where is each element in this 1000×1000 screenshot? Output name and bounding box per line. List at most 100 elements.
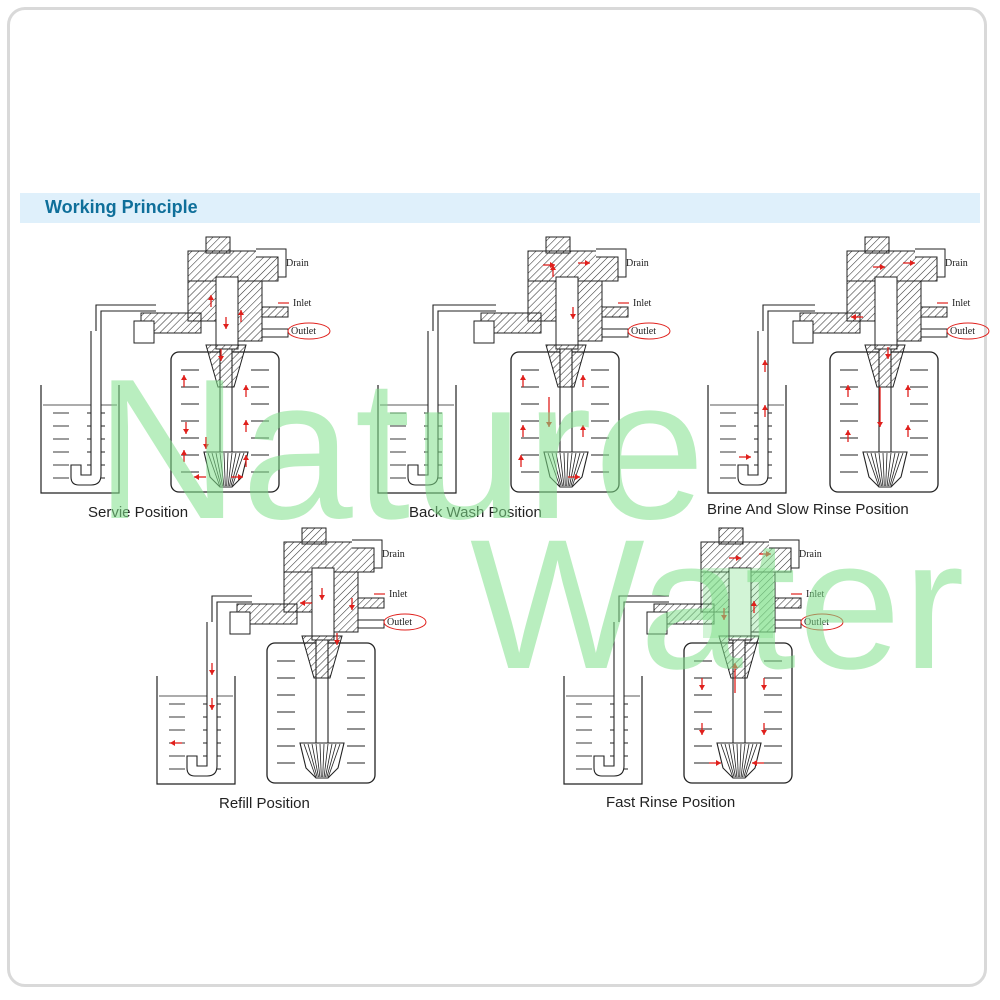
brine-line [432,304,496,331]
valve-head [473,236,629,388]
page-frame [7,7,987,987]
flow-arrow [194,474,206,480]
drain-label: Drain [286,258,309,269]
caption-refill-position: Refill Position [219,795,310,812]
section-title: Working Principle [45,197,198,217]
flow-arrow [546,397,552,427]
flow-arrow [905,425,911,437]
flow-arrow [699,723,705,735]
inlet-label: Inlet [293,298,312,309]
flow-arrow [334,633,340,645]
flow-arrow [550,265,556,277]
valve-head [229,527,385,679]
flow-arrow [170,740,182,746]
flow-arrow [543,262,555,268]
flow-arrow [518,455,524,467]
flow-arrow [903,260,915,266]
flow-arrow [520,375,526,387]
caption-brine-slow-rinse-position: Brine And Slow Rinse Position [707,501,909,518]
resin-tank [170,341,280,493]
caption-service-position: Servie Position [88,504,189,521]
brine-tank [377,331,457,494]
outlet-label: Outlet [291,326,316,337]
flow-arrow [568,474,580,480]
flow-arrow [243,420,249,432]
flow-arrow [761,678,767,690]
flow-arrow [231,474,243,480]
brine-tank [40,331,120,494]
flow-arrow [905,385,911,397]
flow-arrow [218,349,224,361]
outlet-label: Outlet [387,617,412,628]
inlet-label: Inlet [633,298,652,309]
flow-arrow [181,375,187,387]
flow-arrow [580,425,586,437]
brine-line [211,595,252,622]
flow-arrow [181,450,187,462]
outlet-label: Outlet [631,326,656,337]
section-header: Working Principle [20,193,980,223]
flow-arrow [877,387,883,427]
brine-line [762,304,815,331]
flow-arrow [243,455,249,467]
outlet-label-oval [800,613,844,631]
flow-arrow [739,454,751,460]
flow-arrow [580,375,586,387]
flow-arrow [243,385,249,397]
flow-arrow [759,551,771,557]
flow-arrow [300,600,312,606]
caption-fast-rinse-position: Fast Rinse Position [606,794,736,811]
flow-arrow [709,760,721,766]
valve-head [133,236,289,388]
flow-arrow [319,588,325,600]
resin-tank [683,632,793,784]
inlet-label: Inlet [389,589,408,600]
flow-arrow [762,360,768,372]
flow-arrow [845,430,851,442]
inlet-label: Inlet [806,589,825,600]
brine-line [95,304,156,331]
flow-arrow [851,314,863,320]
drain-label: Drain [945,258,968,269]
outlet-label-oval [383,613,427,631]
resin-tank [266,632,376,784]
flow-arrow [721,608,727,620]
flow-arrow [845,385,851,397]
flow-arrow [238,310,244,322]
flow-arrow [183,422,189,434]
brine-tank [707,331,787,494]
outlet-label-oval [627,322,671,340]
valve-head [646,527,802,679]
outlet-label: Outlet [804,617,829,628]
flow-arrow [752,760,764,766]
brine-tank [156,622,236,785]
flow-arrow [570,307,576,319]
flow-arrow [223,317,229,329]
drain-label: Drain [626,258,649,269]
flow-arrow [732,663,738,693]
drain-label: Drain [799,549,822,560]
flow-arrow [751,601,757,613]
outlet-label-oval [946,322,990,340]
flow-arrow [349,598,355,610]
flow-arrow [203,437,209,449]
flow-arrow [209,698,215,710]
flow-arrow [209,663,215,675]
flow-arrow [699,678,705,690]
outlet-label: Outlet [950,326,975,337]
inlet-label: Inlet [952,298,971,309]
flow-arrow [729,555,741,561]
flow-arrow [873,264,885,270]
flow-arrow [208,295,214,307]
flow-arrow [885,347,891,359]
